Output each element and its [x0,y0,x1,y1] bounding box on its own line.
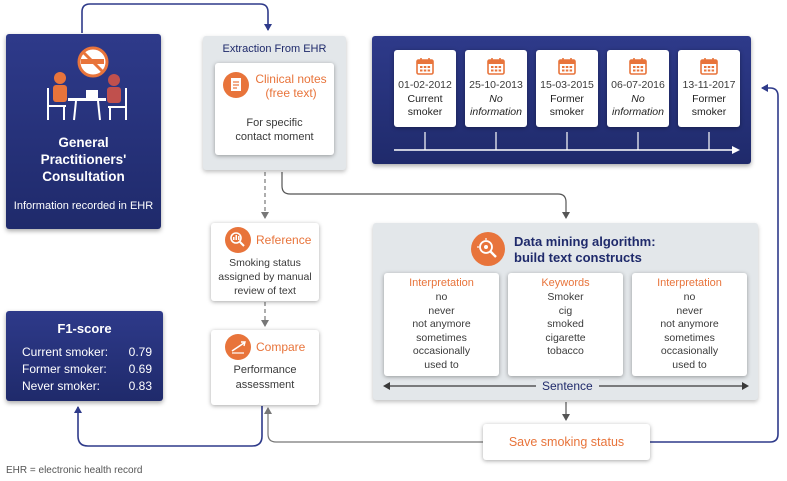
reference-card: Reference Smoking status assigned by man… [211,223,319,301]
arrow-extraction-to-mining [281,172,570,219]
mining-term: not anymore [660,318,719,330]
mining-term: used to [424,358,459,371]
timeline-date: 13-11-2017 [682,79,736,91]
mining-term: no [435,291,448,303]
extraction-panel: Extraction From EHR Clinical notes (free… [203,36,346,170]
compare-icon [225,334,251,360]
mining-term: occasionally [660,345,719,357]
arrow-save-to-compare [264,407,483,443]
compare-title: Compare [256,340,306,354]
mining-term: cig [558,304,573,317]
mining-column-header: Interpretation [657,277,722,289]
mining-column-header: Keywords [541,277,590,289]
mining-term: never [676,304,703,317]
gp-subtitle: Information recorded in EHR [13,200,154,212]
timeline-date: 06-07-2016 [611,79,665,91]
magnifier-chart-icon [225,227,251,253]
clinical-notes-title: Clinical notes (free text) [255,72,327,100]
footnote: EHR = electronic health record [6,465,143,476]
save-smoking-status-box: Save smoking status [483,424,650,460]
reference-desc: Smoking status assigned by manual review… [218,257,312,297]
timeline-date: 15-03-2015 [540,79,594,91]
mining-term: Smoker [547,291,584,303]
data-mining-panel: Data mining algorithm: build text constr… [373,223,758,400]
timeline-axis [394,132,740,154]
sentence-label: Sentence [536,379,599,393]
mining-term: no [683,291,696,303]
calendar-icon [700,58,718,75]
f1-row-former: Former smoker:0.69 [22,362,152,376]
mining-term: tobacco [547,345,584,357]
gp-title: General Practitioners' Consultation [40,135,127,184]
mining-term: sometimes [416,331,467,344]
mining-term: used to [672,358,707,371]
timeline-date: 25-10-2013 [469,79,523,91]
arrow-compare-to-f1 [74,406,263,447]
mining-term: occasionally [412,345,471,357]
timeline-date: 01-02-2012 [398,79,452,91]
clinical-notes-desc: For specific contact moment [235,117,314,143]
algorithm-icon [471,232,505,266]
compare-card: Compare Performance assessment [211,330,319,405]
mining-title: Data mining algorithm: build text constr… [514,234,656,265]
mining-term: sometimes [664,331,715,344]
arrow-save-to-timeline [650,84,779,443]
clinical-notes-card: Clinical notes (free text) For specific … [215,63,334,155]
calendar-icon [487,58,505,75]
extraction-title: Extraction From EHR [222,43,327,55]
mining-term: never [428,304,455,317]
calendar-icon [558,58,576,75]
calendar-icon [416,58,434,75]
mining-term: cigarette [545,331,586,344]
f1-title: F1-score [57,321,112,336]
save-label: Save smoking status [508,435,625,449]
mining-column-header: Interpretation [409,277,474,289]
mining-term: not anymore [412,318,471,330]
compare-desc: Performance assessment [233,364,297,391]
arrow-gp-to-extraction [81,3,272,33]
f1-row-current: Current smoker:0.79 [22,345,152,359]
consultation-illustration [47,46,127,121]
reference-title: Reference [256,233,312,247]
gp-consultation-box: General Practitioners' Consultation Info… [6,34,161,229]
f1-score-panel: F1-score Current smoker:0.79 Former smok… [6,311,163,401]
f1-row-never: Never smoker:0.83 [22,379,152,393]
calendar-icon [629,58,647,75]
no-smoking-icon [77,46,109,78]
document-icon [223,72,249,98]
mining-term: smoked [547,318,584,330]
